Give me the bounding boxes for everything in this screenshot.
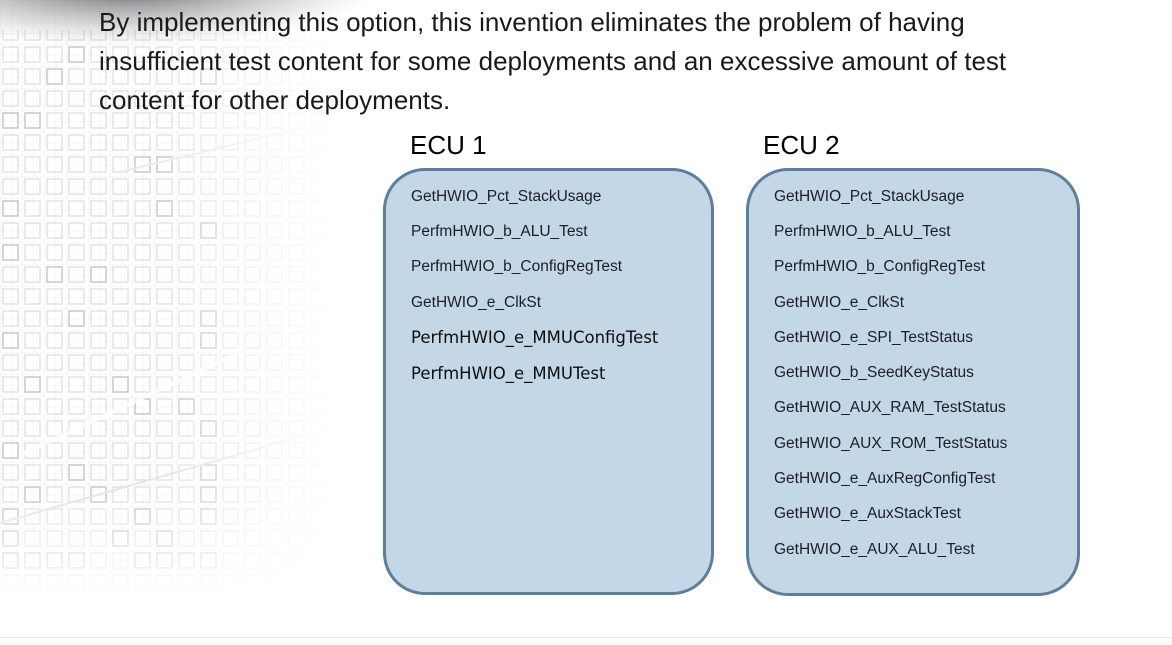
function-list-item: GetHWIO_e_ClkSt bbox=[411, 293, 542, 311]
function-list-item: GetHWIO_Pct_StackUsage bbox=[411, 187, 602, 205]
function-list-item: PerfmHWIO_b_ALU_Test bbox=[774, 222, 951, 240]
function-list-item: GetHWIO_Pct_StackUsage bbox=[774, 187, 965, 205]
function-list-item: GetHWIO_AUX_ROM_TestStatus bbox=[774, 434, 1008, 452]
ecu1-heading: ECU 1 bbox=[410, 130, 487, 160]
body-text-line: By implementing this option, this invent… bbox=[99, 7, 965, 37]
function-list-item: GetHWIO_e_ClkSt bbox=[774, 293, 905, 311]
function-list-item: PerfmHWIO_e_MMUConfigTest bbox=[411, 328, 659, 348]
scattered-squares-texture bbox=[2, 46, 217, 569]
function-list-item: GetHWIO_e_SPI_TestStatus bbox=[774, 328, 974, 346]
function-list-item: GetHWIO_e_AuxRegConfigTest bbox=[774, 470, 996, 488]
function-list-item: GetHWIO_e_AuxStackTest bbox=[774, 505, 961, 523]
bottom-divider bbox=[0, 637, 1172, 645]
function-list-item: PerfmHWIO_e_MMUTest bbox=[411, 363, 606, 383]
function-list-item: PerfmHWIO_b_ConfigRegTest bbox=[774, 258, 986, 276]
function-list-item: PerfmHWIO_b_ConfigRegTest bbox=[411, 258, 623, 276]
function-list-item: GetHWIO_AUX_RAM_TestStatus bbox=[774, 399, 1006, 417]
body-text-line: insufficient test content for some deplo… bbox=[99, 46, 1007, 76]
body-text-line: content for other deployments. bbox=[99, 85, 451, 115]
function-list-item: GetHWIO_b_SeedKeyStatus bbox=[774, 364, 974, 382]
ecu2-heading: ECU 2 bbox=[763, 130, 840, 160]
function-list-item: PerfmHWIO_b_ALU_Test bbox=[411, 222, 588, 240]
slide-body-text: By implementing this option, this invent… bbox=[99, 3, 1006, 120]
function-list-item: GetHWIO_e_AUX_ALU_Test bbox=[774, 540, 975, 558]
